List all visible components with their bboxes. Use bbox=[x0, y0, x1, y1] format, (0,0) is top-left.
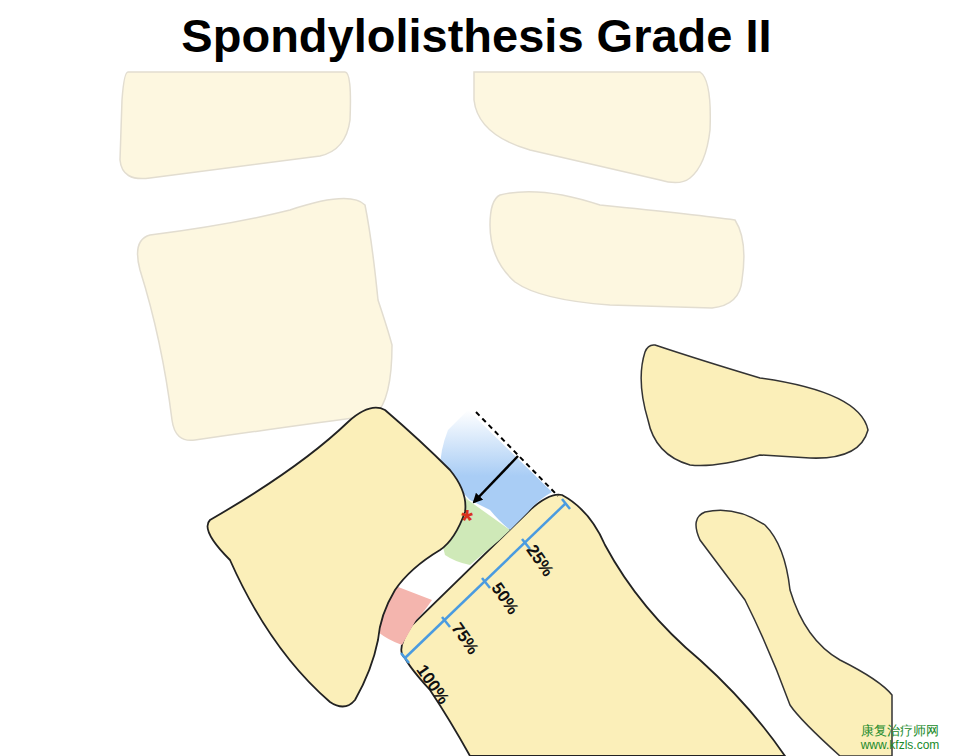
measure-ticks bbox=[401, 499, 570, 663]
slip-arrow bbox=[474, 456, 518, 502]
watermark: 康复治疗师网 bbox=[861, 724, 939, 737]
slip-marker: * bbox=[461, 505, 473, 535]
dashed-reference bbox=[476, 412, 558, 496]
l5-vertebra bbox=[208, 408, 466, 707]
spinous-process bbox=[641, 345, 868, 466]
title: Spondylolisthesis Grade II bbox=[0, 8, 953, 63]
watermark: www.kfzls.com bbox=[861, 739, 940, 751]
measure-line bbox=[405, 503, 566, 658]
